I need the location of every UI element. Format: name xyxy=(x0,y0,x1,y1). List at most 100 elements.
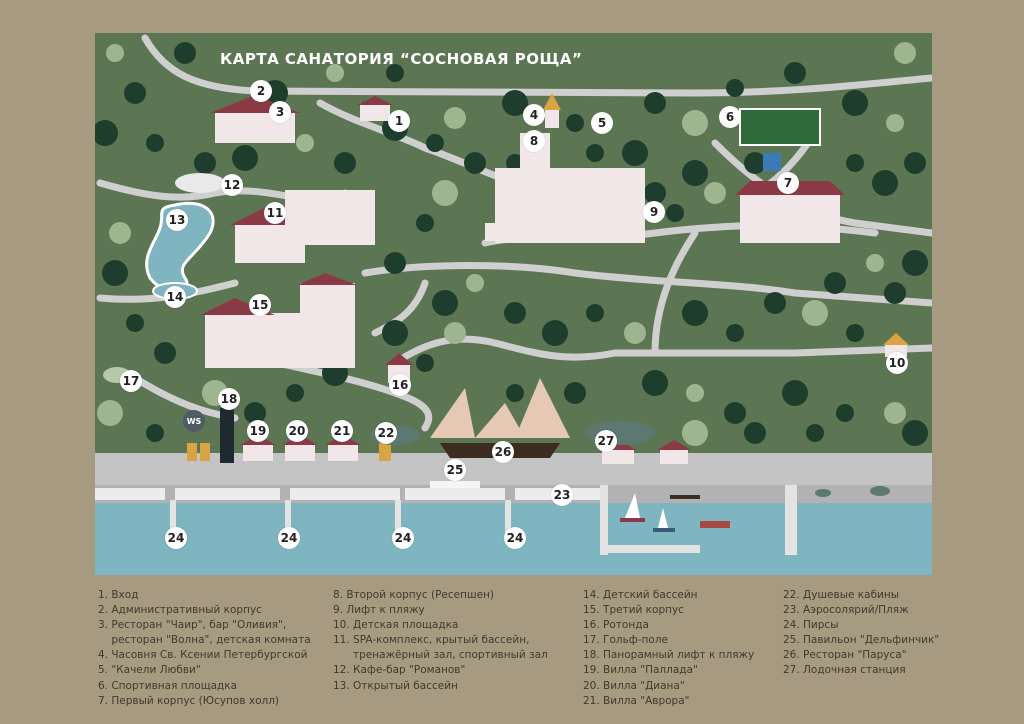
marker-entrance[interactable]: 1 xyxy=(388,110,410,132)
legend-item: 20. Вилла "Диана" xyxy=(583,679,685,692)
tree xyxy=(384,252,406,274)
marker-outdoor-pool[interactable]: 13 xyxy=(166,209,188,231)
panoramic-lift xyxy=(220,408,234,463)
marker-pier[interactable]: 24 xyxy=(392,527,414,549)
villa-pallada xyxy=(243,443,273,461)
marker-admin-building[interactable]: 2 xyxy=(250,80,272,102)
tree xyxy=(416,214,434,232)
villa-avrora xyxy=(328,443,358,461)
marker-villa-avrora[interactable]: 21 xyxy=(331,420,353,442)
tree xyxy=(244,402,266,424)
tree xyxy=(682,110,708,136)
marker-sports-ground[interactable]: 6 xyxy=(719,106,741,128)
tree xyxy=(836,404,854,422)
legend-item: 12. Кафе-бар "Романов" xyxy=(333,664,466,677)
marker-playground[interactable]: 10 xyxy=(886,352,908,374)
marker-villa-pallada[interactable]: 19 xyxy=(247,420,269,442)
tree xyxy=(386,64,404,82)
tree xyxy=(782,380,808,406)
tree xyxy=(622,140,648,166)
tree xyxy=(542,320,568,346)
marker-sails-restaurant[interactable]: 26 xyxy=(492,441,514,463)
tree xyxy=(194,152,216,174)
marker-villa-diana[interactable]: 20 xyxy=(286,420,308,442)
tree xyxy=(174,42,196,64)
legend-item: 6. Спортивная площадка xyxy=(98,679,238,692)
marker-showers[interactable]: 22 xyxy=(375,422,397,444)
tree xyxy=(382,320,408,346)
marker-rotunda[interactable]: 16 xyxy=(389,374,411,396)
legend-item: 23. Аэросолярий/Пляж xyxy=(783,604,909,617)
legend-item: 24. Пирсы xyxy=(783,619,839,632)
marker-pier[interactable]: 24 xyxy=(278,527,300,549)
tree xyxy=(872,170,898,196)
legend-item: 11. SPA-комплекс, крытый бассейн, xyxy=(333,634,530,647)
boat-station xyxy=(602,448,634,464)
marker-beach-lift[interactable]: 9 xyxy=(643,201,665,223)
tree xyxy=(682,160,708,186)
marker-first-building[interactable]: 7 xyxy=(777,172,799,194)
third-building xyxy=(205,313,355,368)
tree xyxy=(232,145,258,171)
tree xyxy=(95,120,118,146)
legend-item: 4. Часовня Св. Ксении Петербургской xyxy=(98,649,308,662)
legend-column-1: 1. Вход 2. Административный корпус 3. Ре… xyxy=(98,588,311,709)
marker-second-building[interactable]: 8 xyxy=(523,130,545,152)
legend-item: 18. Панорамный лифт к пляжу xyxy=(583,649,755,662)
legend-item: 10. Детская площадка xyxy=(333,619,459,632)
tree xyxy=(97,400,123,426)
marker-kids-pool[interactable]: 14 xyxy=(164,286,186,308)
tree xyxy=(432,180,458,206)
tree xyxy=(506,384,524,402)
marker-spa-complex[interactable]: 11 xyxy=(264,202,286,224)
legend-item: 3. Ресторан "Чаир", бар "Оливия", xyxy=(98,619,287,632)
marker-pier[interactable]: 24 xyxy=(165,527,187,549)
marker-dolphin-pavilion[interactable]: 25 xyxy=(444,459,466,481)
tree xyxy=(146,424,164,442)
tree xyxy=(124,82,146,104)
marker-golf[interactable]: 17 xyxy=(120,370,142,392)
marker-pier[interactable]: 24 xyxy=(504,527,526,549)
marker-restaurant-chair[interactable]: 3 xyxy=(269,101,291,123)
marker-panoramic-lift[interactable]: 18 xyxy=(218,388,240,410)
tree xyxy=(586,304,604,322)
legend-item: ресторан "Волна", детская комната xyxy=(98,634,311,647)
piers xyxy=(95,485,797,555)
sports-court xyxy=(739,108,821,146)
tree xyxy=(444,107,466,129)
tree xyxy=(894,42,916,64)
entrance-building xyxy=(360,103,390,121)
marker-love-swings[interactable]: 5 xyxy=(591,112,613,134)
legend-item: 21. Вилла "Аврора" xyxy=(583,694,690,707)
tree xyxy=(464,152,486,174)
legend-column-2: 8. Второй корпус (Ресепшен) 9. Лифт к пл… xyxy=(333,588,548,694)
legend-item: 14. Детский бассейн xyxy=(583,589,698,601)
showers-2 xyxy=(379,443,391,461)
map-title: КАРТА САНАТОРИЯ “СОСНОВАЯ РОЩА” xyxy=(220,50,583,68)
marker-beach[interactable]: 23 xyxy=(551,484,573,506)
legend-item: 9. Лифт к пляжу xyxy=(333,604,425,617)
marker-boat-station[interactable]: 27 xyxy=(595,430,617,452)
tree xyxy=(466,274,484,292)
marker-third-building[interactable]: 15 xyxy=(249,294,271,316)
tree xyxy=(704,182,726,204)
tree xyxy=(334,152,356,174)
tree xyxy=(106,44,124,62)
tree xyxy=(784,62,806,84)
tree xyxy=(624,322,646,344)
legend-item: 8. Второй корпус (Ресепшен) xyxy=(333,589,494,601)
legend-item: 17. Гольф-поле xyxy=(583,634,668,647)
tree xyxy=(884,402,906,424)
legend-item: 25. Павильон "Дельфинчик" xyxy=(783,634,940,647)
tree xyxy=(566,114,584,132)
tree xyxy=(902,420,928,446)
tree xyxy=(286,384,304,402)
tree xyxy=(884,282,906,304)
legend-item: 22. Душевые кабины xyxy=(783,589,900,601)
promenade xyxy=(95,453,932,485)
tree xyxy=(504,302,526,324)
tree xyxy=(502,90,528,116)
marker-cafe-romanov[interactable]: 12 xyxy=(221,174,243,196)
marker-chapel[interactable]: 4 xyxy=(523,104,545,126)
tree xyxy=(842,90,868,116)
